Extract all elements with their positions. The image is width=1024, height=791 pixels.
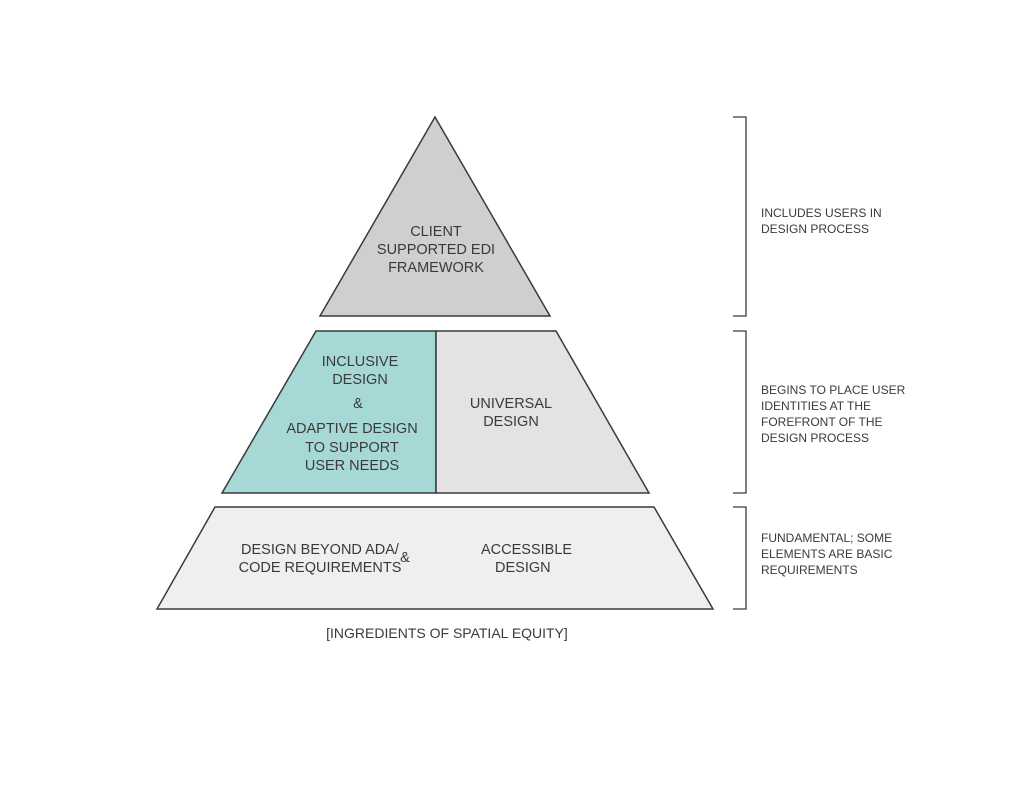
annotation-line: BEGINS TO PLACE USER: [761, 383, 906, 397]
annotation-line: FUNDAMENTAL; SOME: [761, 531, 892, 545]
label-line: FRAMEWORK: [388, 260, 484, 276]
label-line: USER NEEDS: [305, 458, 399, 474]
annotation-line: INCLUDES USERS IN: [761, 206, 882, 220]
annotation-top: INCLUDES USERS IN DESIGN PROCESS: [761, 206, 882, 236]
annotation-middle: BEGINS TO PLACE USER IDENTITIES AT THE F…: [761, 383, 906, 445]
label-line: DESIGN: [483, 414, 539, 430]
bracket-top: [733, 116, 747, 317]
brackets: [733, 116, 747, 610]
tier-top-triangle: [318, 115, 552, 317]
tier-bottom-label: DESIGN BEYOND ADA/ CODE REQUIREMENTS & A…: [239, 542, 573, 576]
tier-middle-left-label: INCLUSIVE DESIGN & ADAPTIVE DESIGN TO SU…: [286, 354, 417, 474]
label-line: DESIGN: [332, 372, 388, 388]
tier-middle-right: [435, 330, 651, 494]
tier-middle-right-label: UNIVERSAL DESIGN: [470, 396, 552, 430]
annotation-bottom: FUNDAMENTAL; SOME ELEMENTS ARE BASIC REQ…: [761, 531, 893, 577]
annotation-line: DESIGN PROCESS: [761, 222, 869, 236]
bracket-bottom: [733, 506, 747, 610]
label-line: DESIGN: [495, 560, 551, 576]
label-line: ADAPTIVE DESIGN: [286, 421, 417, 437]
annotation-line: REQUIREMENTS: [761, 563, 858, 577]
annotation-line: IDENTITIES AT THE: [761, 399, 871, 413]
label-line: CODE REQUIREMENTS: [239, 560, 402, 576]
label-line: &: [353, 396, 363, 412]
bracket-middle: [733, 330, 747, 494]
label-line: ACCESSIBLE: [481, 542, 572, 558]
caption: [INGREDIENTS OF SPATIAL EQUITY]: [326, 625, 568, 641]
label-line: UNIVERSAL: [470, 396, 552, 412]
annotation-line: FOREFRONT OF THE: [761, 415, 883, 429]
annotation-line: ELEMENTS ARE BASIC: [761, 547, 893, 561]
label-line: INCLUSIVE: [322, 354, 399, 370]
tier-top-label: CLIENT SUPPORTED EDI FRAMEWORK: [377, 224, 495, 276]
label-line: CLIENT: [410, 224, 462, 240]
label-line: SUPPORTED EDI: [377, 242, 495, 258]
label-line: DESIGN BEYOND ADA/: [241, 542, 400, 558]
tier-bottom: [155, 506, 715, 610]
annotation-line: DESIGN PROCESS: [761, 431, 869, 445]
label-line: TO SUPPORT: [305, 440, 399, 456]
ampersand: &: [400, 550, 410, 566]
